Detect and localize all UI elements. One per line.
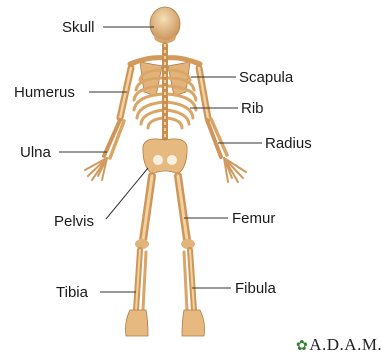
spine bbox=[162, 42, 168, 154]
pelvis-leader bbox=[106, 168, 148, 219]
label-femur: Femur bbox=[232, 210, 275, 227]
label-pelvis: Pelvis bbox=[54, 213, 94, 230]
pelvis-bone bbox=[143, 139, 187, 174]
leaf-icon: ✿ bbox=[296, 339, 308, 354]
label-tibia: Tibia bbox=[56, 284, 88, 301]
adam-logo: ✿A.D.A.M. bbox=[296, 336, 382, 355]
label-scapula: Scapula bbox=[239, 69, 293, 86]
label-humerus: Humerus bbox=[14, 84, 75, 101]
label-skull: Skull bbox=[62, 19, 95, 36]
label-ulna: Ulna bbox=[20, 144, 51, 161]
skull-bone bbox=[150, 7, 180, 44]
foot-bones bbox=[126, 310, 205, 336]
leg-bones bbox=[135, 176, 195, 310]
label-rib: Rib bbox=[241, 100, 264, 117]
label-fibula: Fibula bbox=[235, 280, 276, 297]
adam-logo-text: A.D.A.M. bbox=[309, 335, 382, 354]
label-radius: Radius bbox=[265, 135, 312, 152]
